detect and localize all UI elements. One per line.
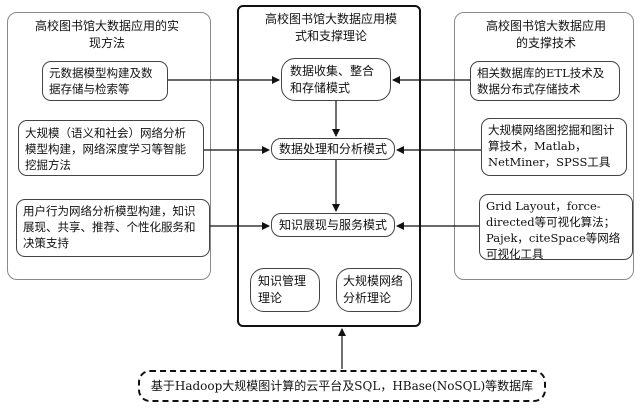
center-panel-title: 高校图书馆大数据应用模式和支撑理论 <box>264 12 397 43</box>
left-item-metadata: 元数据模型构建及数据存储与检索等 <box>42 61 168 101</box>
mode-data-collection: 数据收集、整合和存储模式 <box>281 58 391 101</box>
left-item-network-analysis: 大规模（语义和社会）网络分析模型构建，网络深度学习等智能挖掘方法 <box>18 120 204 176</box>
right-item-etl: 相关数据库的ETL技术及数据分布式存储技术 <box>470 61 620 101</box>
mode-knowledge-service: 知识展现与服务模式 <box>271 213 395 237</box>
right-panel-title: 高校图书馆大数据应用的支撑技术 <box>485 19 606 50</box>
theory-network-analysis: 大规模网络分析理论 <box>336 268 412 312</box>
theory-knowledge-management: 知识管理理论 <box>250 268 320 312</box>
bottom-platform-box: 基于Hadoop大规模图计算的云平台及SQL，HBase(NoSQL)等数据库 <box>138 370 546 402</box>
left-panel-title: 高校图书馆大数据应用的实现方法 <box>34 19 179 50</box>
left-item-user-behavior: 用户行为网络分析模型构建，知识展现、共享、推荐、个性化服务和决策支持 <box>16 199 210 257</box>
right-item-graph-mining: 大规模网络图挖掘和图计算技术，Matlab，NetMiner，SPSS工具 <box>481 118 627 176</box>
mode-data-processing: 数据处理和分析模式 <box>271 138 395 160</box>
right-item-visualization: Grid Layout，force-directed等可视化算法；Pajek，c… <box>479 194 633 261</box>
